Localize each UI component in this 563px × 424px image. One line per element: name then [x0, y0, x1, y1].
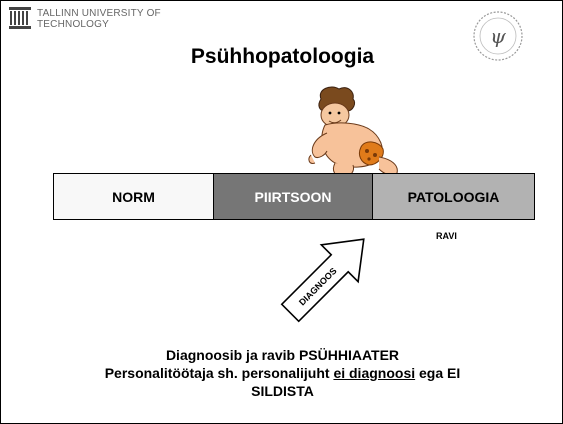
diagnosis-arrow: DIAGNOOS	[280, 238, 365, 323]
scale-cell-patoloogia: PATOLOOGIA	[373, 174, 534, 219]
footer-line2-underlined: ei diagnoosi	[333, 365, 416, 381]
psi-seal-icon: ψ	[473, 11, 523, 61]
caveman-illustration	[308, 86, 398, 178]
seal-letter: ψ	[490, 24, 506, 48]
scale-cell-piirtsoon: PIIRTSOON	[214, 174, 373, 219]
page-title: Psühhopatoloogia	[190, 45, 375, 68]
footer-line1: Diagnoosib ja ravib PSÜHHIAATER	[165, 347, 400, 363]
university-name: TALLINN UNIVERSITY OF TECHNOLOGY	[37, 8, 161, 30]
university-building-icon	[9, 7, 31, 29]
norm-pathology-scale: NORM PIIRTSOON PATOLOOGIA	[53, 173, 535, 220]
footer-line2: Personalitöötaja sh. personalijuht ei di…	[21, 364, 544, 382]
footer-line2-end: ega EI	[415, 365, 461, 381]
footer-text: Diagnoosib ja ravib PSÜHHIAATER Personal…	[21, 346, 544, 400]
ravi-label: RAVI	[436, 231, 457, 241]
scale-cell-norm: NORM	[54, 174, 214, 219]
university-name-line1: TALLINN UNIVERSITY OF	[37, 8, 161, 19]
footer-line2-start: Personalitöötaja sh. personalijuht	[104, 365, 334, 381]
university-name-line2: TECHNOLOGY	[37, 19, 110, 30]
footer-line3: SILDISTA	[251, 383, 314, 399]
